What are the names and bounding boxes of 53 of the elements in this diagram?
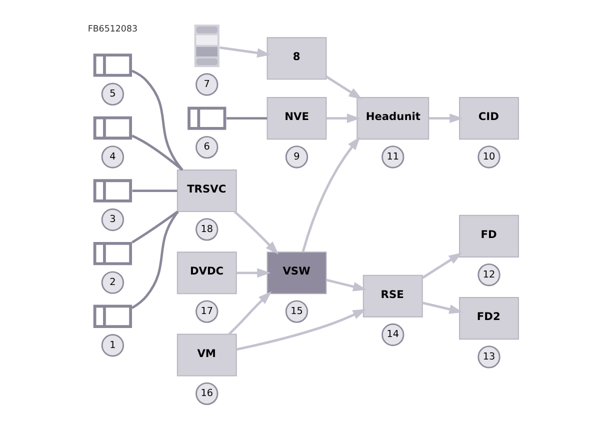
node-label: 5 — [110, 88, 116, 100]
node-label: 3 — [110, 214, 116, 226]
node-box: NVE — [266, 97, 327, 140]
node-label: 11 — [386, 151, 400, 162]
arrow — [228, 291, 272, 335]
label: FB6512083 — [88, 24, 138, 35]
node-label: 2 — [110, 276, 116, 288]
node-box: FD2 — [459, 297, 519, 340]
arrow — [428, 114, 464, 124]
node-picture — [188, 106, 226, 130]
node-label: 16 — [200, 388, 214, 400]
node-picture — [93, 54, 132, 77]
node-picture — [93, 179, 132, 202]
arrow — [234, 210, 279, 255]
node-box: RSE — [362, 274, 423, 318]
node-label: 12 — [482, 269, 496, 280]
node-picture — [93, 116, 132, 140]
node-box: Headunit — [356, 97, 430, 140]
node-box: VM — [176, 334, 237, 376]
node-label: 17 — [200, 306, 214, 317]
connector — [132, 190, 178, 192]
arrow — [302, 136, 360, 252]
node-box: TRSVC — [176, 170, 237, 212]
connector — [132, 134, 184, 171]
arrow — [422, 252, 462, 279]
connector — [131, 210, 179, 309]
node-box: CID — [459, 97, 519, 140]
arrow — [326, 76, 362, 100]
arrow — [422, 302, 463, 314]
arrow — [236, 268, 271, 278]
arrow — [326, 278, 367, 292]
node-picture — [93, 242, 132, 266]
node-picture — [93, 304, 132, 328]
node-label: 1 — [110, 340, 116, 351]
arrow — [236, 308, 366, 351]
node-label: 10 — [482, 151, 496, 162]
node-label: 15 — [290, 306, 303, 317]
node-label: 18 — [200, 224, 214, 235]
node-box: VSW — [266, 252, 327, 294]
node-box: DVDC — [176, 252, 237, 294]
node-box: 8 — [266, 37, 327, 80]
connector — [226, 117, 268, 120]
node-label: 13 — [482, 351, 496, 362]
node-label: 7 — [204, 78, 210, 90]
connector — [132, 70, 184, 171]
node-label: 6 — [204, 142, 210, 153]
arrow — [326, 114, 360, 124]
node-label: 4 — [110, 151, 116, 162]
arrow — [220, 46, 271, 58]
node-box: FD — [459, 214, 519, 258]
node-label: 9 — [294, 151, 300, 162]
node-label: 14 — [386, 329, 400, 340]
connector — [132, 210, 178, 244]
